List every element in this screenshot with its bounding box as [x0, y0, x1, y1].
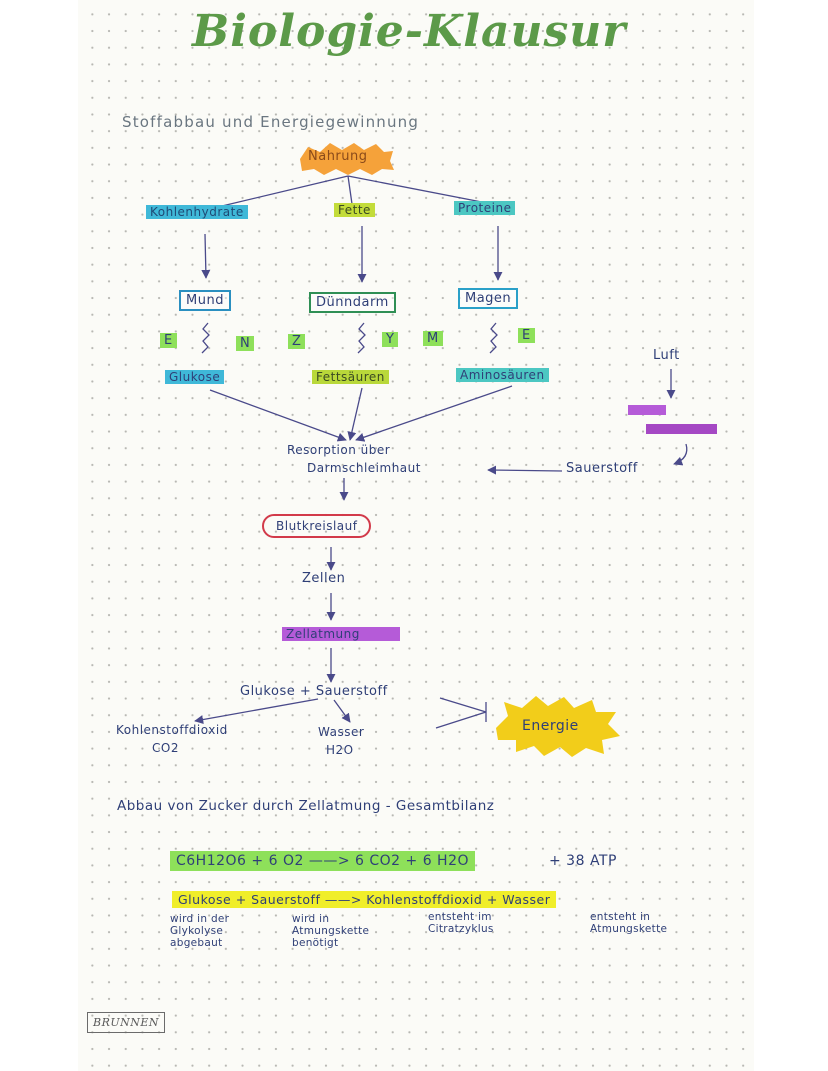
nutrient-carbohydrates: Kohlenhydrate: [146, 205, 248, 219]
organ-stomach: Magen: [458, 288, 519, 309]
word-equation: Glukose + Sauerstoff ——> Kohlenstoffdiox…: [172, 891, 557, 908]
energy-burst-shape: [496, 696, 620, 757]
resorption-line-2: Darmschleimhaut: [307, 461, 421, 475]
resorption-line-1: Resorption über: [287, 443, 391, 457]
summary-heading: Abbau von Zucker durch Zellatmung - Gesa…: [117, 798, 495, 814]
product-fatty-acids: Fettsäuren: [312, 370, 389, 384]
co2-formula: CO2: [152, 741, 179, 755]
chemical-equation: C6H12O6 + 6 O2 ——> 6 CO2 + 6 H2O: [170, 851, 475, 871]
page-subtitle: Stoffabbau und Energiegewinnung: [122, 113, 420, 131]
note-oxygen: wird in Atmungskette benötigt: [292, 913, 370, 949]
oxygen-label: Sauerstoff: [566, 461, 638, 476]
reactants-label: Glukose + Sauerstoff: [240, 684, 388, 699]
enzyme-letter: Z: [288, 334, 306, 349]
page-title: Biologie-Klausur: [192, 6, 627, 57]
enzyme-letter: N: [236, 336, 255, 351]
nahrung-label: Nahrung: [308, 149, 368, 164]
atp-label: + 38 ATP: [549, 853, 617, 869]
nutrient-proteins: Proteine: [454, 201, 516, 215]
enzyme-letter: M: [423, 331, 443, 346]
circulation-oval: Blutkreislauf: [262, 514, 372, 538]
enzyme-letter: E: [160, 333, 177, 348]
brand-logo: BRUNNEN: [87, 1012, 166, 1033]
air-organ-lung: Lunge: [628, 405, 667, 415]
organ-small-intestine: Dünndarm: [309, 292, 396, 313]
air-label: Luft: [653, 348, 680, 363]
water-name: Wasser: [318, 725, 365, 739]
product-amino-acids: Aminosäuren: [456, 368, 549, 382]
air-organ-circulation: Blutkreislauf: [646, 424, 717, 434]
co2-name: Kohlenstoffdioxid: [116, 723, 228, 737]
nahrung-burst-shape: [300, 143, 394, 175]
note-glucose: wird in der Glykolyse abgebaut: [170, 913, 230, 949]
water-formula: H2O: [326, 743, 354, 757]
organ-mouth: Mund: [179, 290, 231, 311]
cells-label: Zellen: [302, 571, 346, 586]
enzyme-letter: Y: [382, 332, 399, 347]
energy-label: Energie: [522, 718, 579, 734]
enzyme-letter: E: [518, 328, 535, 343]
nutrient-fats: Fette: [334, 203, 375, 217]
note-water: entsteht in Atmungskette: [590, 911, 668, 935]
product-glucose: Glukose: [165, 370, 225, 384]
cell-respiration-label: Zellatmung: [282, 627, 400, 641]
note-co2: entsteht im Citratzyklus: [428, 911, 494, 935]
